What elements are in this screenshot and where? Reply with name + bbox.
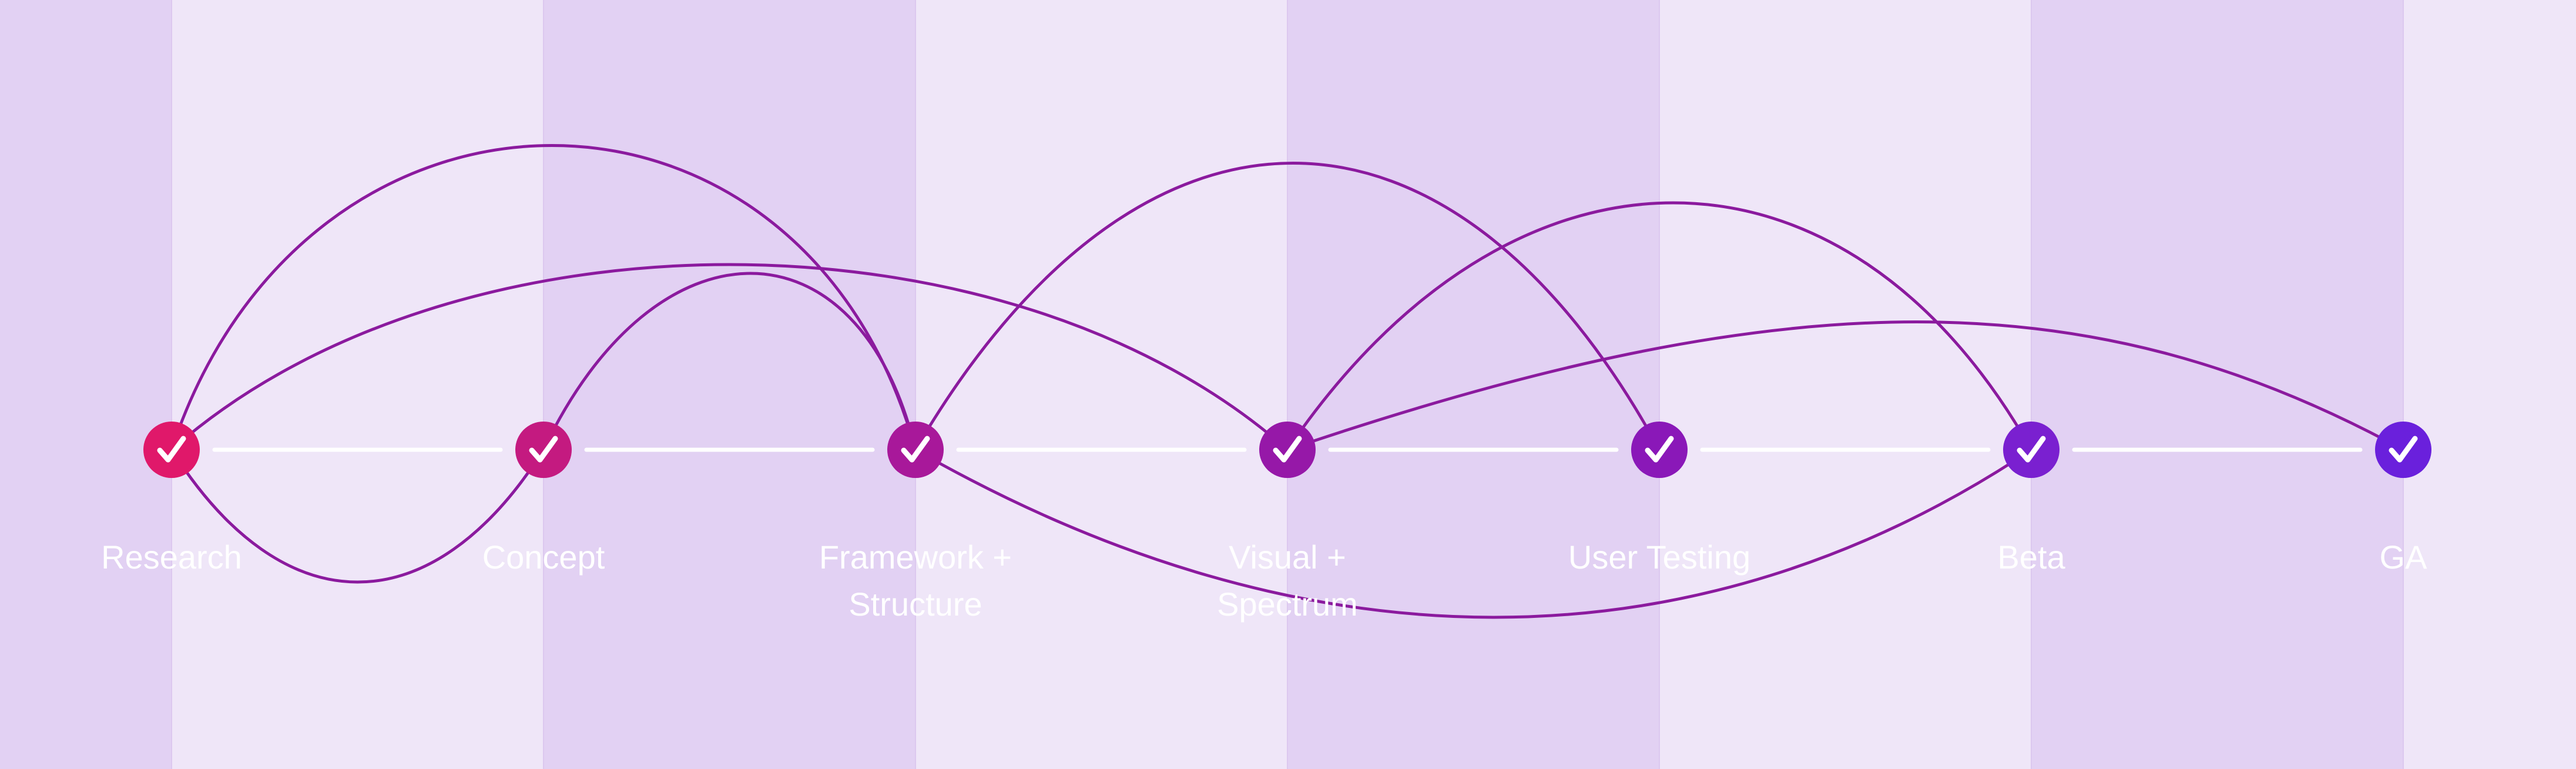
stage-label-research: Research xyxy=(19,534,324,581)
check-icon xyxy=(157,436,186,463)
band-divider xyxy=(2403,0,2404,769)
node-circle xyxy=(1631,422,1688,478)
background-band xyxy=(2403,0,2576,769)
background-band xyxy=(915,0,1287,769)
connector-curves xyxy=(170,144,2404,619)
stage-label-ga: GA xyxy=(2250,534,2556,581)
stage-label-concept: Concept xyxy=(391,534,696,581)
stage-node-user-testing xyxy=(1631,422,1688,478)
background-band xyxy=(0,0,172,769)
stage-node-framework xyxy=(887,422,944,478)
check-icon xyxy=(529,436,558,463)
stage-label-line: GA xyxy=(2379,539,2427,576)
background-band xyxy=(1287,0,1659,769)
band-divider xyxy=(2031,0,2032,769)
band-divider xyxy=(1659,0,1660,769)
background-band xyxy=(172,0,544,769)
stage-label-line: Concept xyxy=(482,539,605,576)
check-icon xyxy=(2389,436,2418,463)
stage-label-beta: Beta xyxy=(1879,534,2184,581)
stage-label-line: Structure xyxy=(848,586,982,623)
check-icon xyxy=(901,436,930,463)
connector-research-to-concept xyxy=(170,449,545,584)
band-divider xyxy=(171,0,172,769)
connector-framework-to-beta xyxy=(914,448,2032,619)
connector-framework-to-user-testing xyxy=(914,162,1661,451)
stage-label-line: Research xyxy=(101,539,242,576)
check-icon xyxy=(1273,436,1302,463)
node-circle xyxy=(2375,422,2431,478)
stage-node-beta xyxy=(2003,422,2060,478)
stage-label-line: Beta xyxy=(1997,539,2065,576)
stage-node-research xyxy=(143,422,200,478)
check-icon xyxy=(2017,436,2046,463)
stage-node-concept xyxy=(515,422,572,478)
stage-label-framework: Framework + Structure xyxy=(763,534,1068,628)
stage-label-visual: Visual + Spectrum xyxy=(1135,534,1440,628)
node-circle xyxy=(1259,422,1316,478)
connector-research-to-visual xyxy=(170,263,1289,451)
background-band xyxy=(1659,0,2031,769)
node-circle xyxy=(515,422,572,478)
connector-concept-to-framework xyxy=(542,272,917,451)
band-divider xyxy=(543,0,544,769)
background-band xyxy=(544,0,915,769)
stage-label-user-testing: User Testing xyxy=(1507,534,1812,581)
node-circle xyxy=(2003,422,2060,478)
stage-node-visual xyxy=(1259,422,1316,478)
stage-label-line: Visual + xyxy=(1229,539,1346,576)
stage-label-line: Framework + xyxy=(819,539,1012,576)
band-divider xyxy=(1287,0,1288,769)
check-icon xyxy=(1645,436,1674,463)
stage-label-line: Spectrum xyxy=(1217,586,1358,623)
connector-visual-to-ga xyxy=(1287,320,2404,452)
stage-node-ga xyxy=(2375,422,2431,478)
node-circle xyxy=(143,422,200,478)
band-divider xyxy=(915,0,916,769)
background-band xyxy=(2031,0,2403,769)
stage-nodes xyxy=(143,422,2431,478)
connector-research-to-framework xyxy=(170,144,917,450)
stage-label-line: User Testing xyxy=(1568,539,1751,576)
node-circle xyxy=(887,422,944,478)
